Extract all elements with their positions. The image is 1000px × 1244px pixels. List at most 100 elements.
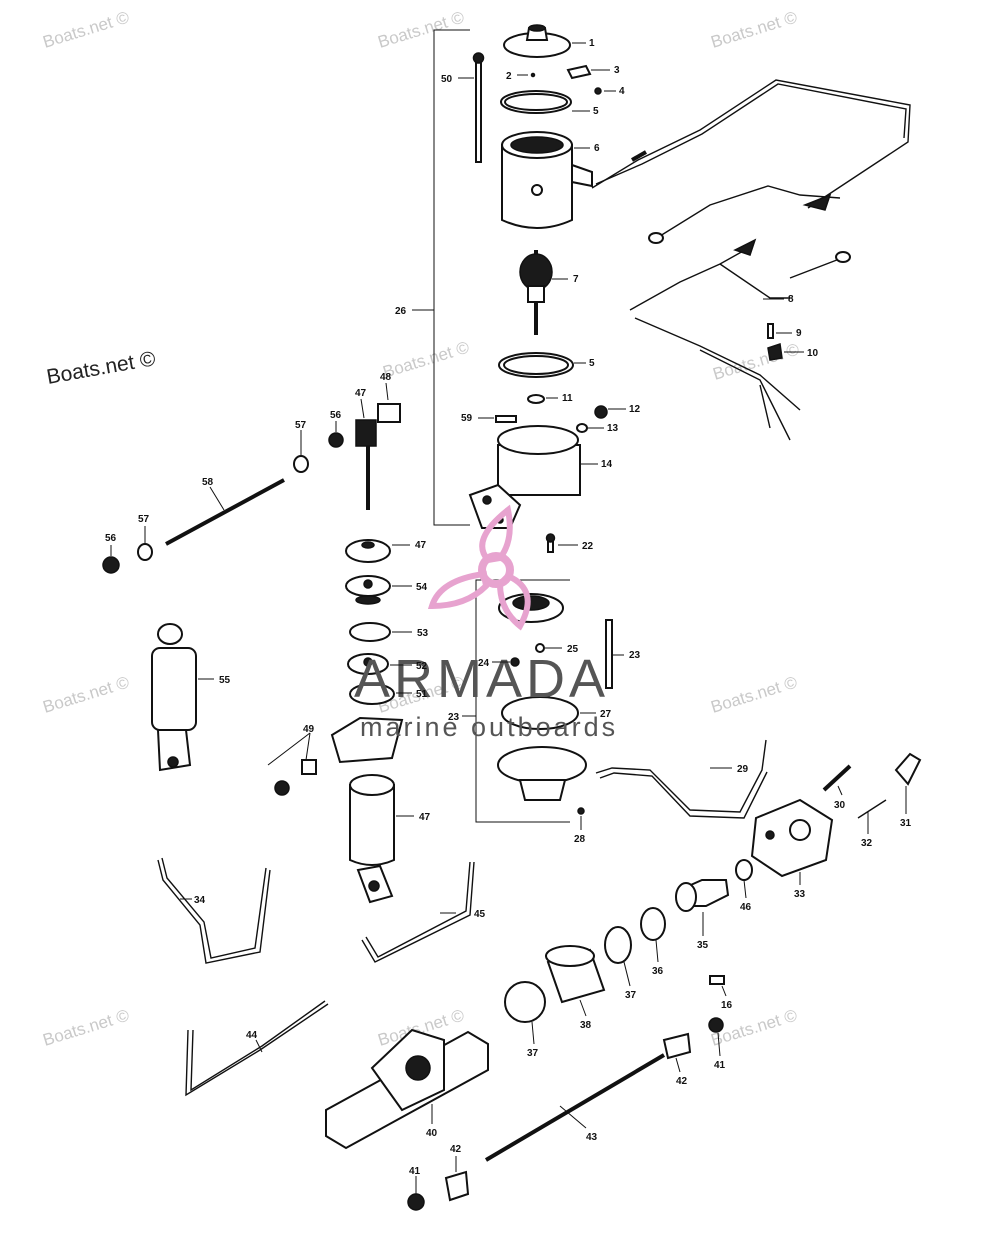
oring-part-37-left xyxy=(504,981,546,1023)
callout-8: 8 xyxy=(788,294,794,305)
callout-57-left: 57 xyxy=(138,514,150,525)
callout-45: 34 xyxy=(194,895,206,906)
screw-part-9 xyxy=(767,323,774,339)
callout-3: 3 xyxy=(614,65,620,76)
callout-47-cylinder: 47 xyxy=(419,812,431,823)
callout-41-right: 41 xyxy=(714,1060,726,1071)
plug-part-12 xyxy=(594,405,608,419)
small-part-2 xyxy=(530,72,536,78)
callout-22: 22 xyxy=(582,541,594,552)
callout-24: 24 xyxy=(478,658,490,669)
hose-part-46 xyxy=(361,861,475,963)
callout-43: 43 xyxy=(586,1132,598,1143)
bolt-part-59 xyxy=(495,415,517,423)
watermark-site: Boats.net © xyxy=(709,672,800,716)
piston-part-52 xyxy=(347,653,389,675)
reservoir-cover-part-23 xyxy=(497,746,587,801)
spring-clip-part-3 xyxy=(566,64,592,80)
trim-cylinder-part-47 xyxy=(349,774,395,904)
brand-tagline: marine outboards xyxy=(360,712,618,742)
callout-35: 35 xyxy=(697,940,709,951)
nut-part-41-right xyxy=(708,1017,724,1033)
callout-37-right: 37 xyxy=(625,990,637,1001)
callout-4: 4 xyxy=(619,86,625,97)
watermark-site: Boats.net © xyxy=(709,7,800,51)
armature-part-7 xyxy=(519,250,553,335)
callout-38: 38 xyxy=(580,1020,592,1031)
nut-part-41-left xyxy=(407,1193,425,1211)
callout-1: 1 xyxy=(589,38,595,49)
spring-part-23 xyxy=(605,619,613,689)
callout-5: 5 xyxy=(593,106,599,117)
callout-42-right: 42 xyxy=(676,1076,688,1087)
wire-harness-part-8 xyxy=(591,79,911,441)
oring-part-5-top xyxy=(500,90,572,114)
callout-50: 50 xyxy=(441,74,453,85)
callout-25: 25 xyxy=(567,644,579,655)
callout-40: 40 xyxy=(426,1128,438,1139)
callout-numbers: 1 2 3 4 5 6 50 7 26 8 9 10 5 11 12 13 59… xyxy=(105,38,912,1177)
callout-29: 29 xyxy=(737,764,749,775)
callout-9: 9 xyxy=(796,328,802,339)
valve-body-part-23 xyxy=(498,593,564,623)
screw-part-28 xyxy=(577,807,585,815)
callout-46: 45 xyxy=(474,909,486,920)
callout-57: 57 xyxy=(295,420,307,431)
callout-27: 27 xyxy=(600,709,612,720)
sleeve-part-42-left xyxy=(444,1170,470,1202)
plug-part-24 xyxy=(510,657,520,667)
bracket-part-49 xyxy=(274,716,404,796)
oring-part-27 xyxy=(501,696,579,730)
callout-53: 53 xyxy=(417,628,429,639)
hose-part-44 xyxy=(185,1000,329,1097)
callout-14: 14 xyxy=(601,459,613,470)
pin-part-58 xyxy=(165,478,285,546)
motor-housing-part-6 xyxy=(501,131,593,229)
callout-36: 36 xyxy=(652,966,664,977)
callout-6: 6 xyxy=(594,143,600,154)
small-screw-part-4 xyxy=(594,87,602,95)
callout-56-left: 56 xyxy=(105,533,117,544)
cylinder-sleeve-part-38 xyxy=(545,945,606,1004)
callout-52: 52 xyxy=(416,661,428,672)
oring-part-5-lower xyxy=(498,352,574,378)
motor-end-cap-part-1 xyxy=(503,24,571,58)
screw-part-32 xyxy=(857,799,887,819)
hose-part-29 xyxy=(595,739,768,819)
cylinder-part-55 xyxy=(151,623,197,772)
sleeve-part-42-right xyxy=(662,1032,692,1060)
nut-part-56 xyxy=(328,432,344,448)
callout-32: 32 xyxy=(861,838,873,849)
callout-2: 2 xyxy=(506,71,512,82)
brand-name: ARMADA xyxy=(354,649,609,709)
callout-47-top: 47 xyxy=(355,388,367,399)
bolt-part-16 xyxy=(709,975,725,985)
callout-49: 49 xyxy=(303,724,315,735)
oring-part-51 xyxy=(349,683,395,705)
callout-23-group: 23 xyxy=(448,712,460,723)
watermark-site: Boats.net © xyxy=(41,1005,132,1049)
callout-12: 12 xyxy=(629,404,641,415)
callout-48: 48 xyxy=(380,372,392,383)
callout-47-cap: 47 xyxy=(415,540,427,551)
pump-body-part-14 xyxy=(468,425,581,529)
callout-5-lower: 5 xyxy=(589,358,595,369)
watermark-site: Boats.net © xyxy=(381,337,472,381)
callout-33: 33 xyxy=(794,889,806,900)
pivot-shaft-part-43 xyxy=(484,1053,666,1162)
callout-34: 46 xyxy=(740,902,752,913)
watermark-site: Boats.net © xyxy=(41,672,132,716)
oring-part-34 xyxy=(735,859,753,881)
fitting-part-31 xyxy=(894,752,922,786)
piston-part-35 xyxy=(675,879,730,912)
callout-42-left: 42 xyxy=(450,1144,462,1155)
group-bracket-23 xyxy=(462,579,570,823)
eye-bolt-part-47 xyxy=(355,419,377,510)
clamp-part-10 xyxy=(767,343,783,361)
washer-part-11 xyxy=(527,394,545,404)
callout-56: 56 xyxy=(330,410,342,421)
callout-37-left: 37 xyxy=(527,1048,539,1059)
callout-41-left: 41 xyxy=(409,1166,421,1177)
washer-part-57-left xyxy=(137,543,153,561)
